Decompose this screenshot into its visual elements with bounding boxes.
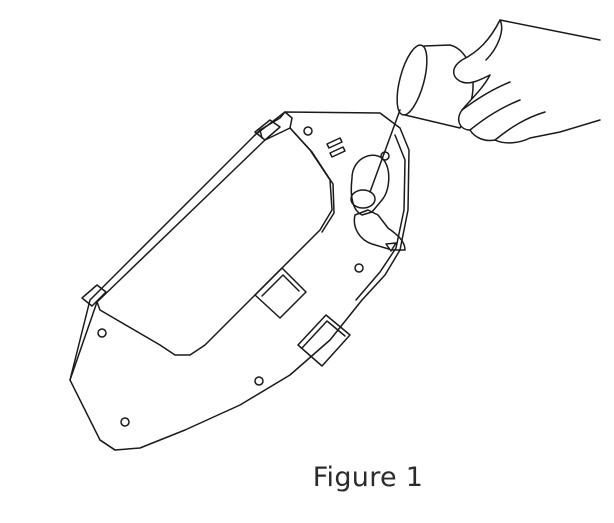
inlet-plug <box>353 209 406 251</box>
tab-center <box>254 267 307 319</box>
figure-caption: Figure 1 <box>312 462 424 493</box>
latch-left <box>81 284 107 307</box>
finger-1 <box>461 81 511 111</box>
tab-right-inner <box>301 320 346 349</box>
screw-hole-5 <box>354 263 364 273</box>
tab-right <box>297 314 351 367</box>
tab-center-inner <box>261 274 300 297</box>
outer-shell <box>69 111 410 451</box>
triangle-arrow-icon <box>385 242 397 252</box>
latch-top <box>254 119 281 141</box>
slot-1 <box>326 137 343 149</box>
finger-3 <box>494 111 546 141</box>
hand <box>453 19 601 144</box>
cup <box>369 44 474 193</box>
base-curve <box>69 301 116 451</box>
inlet-cap <box>350 189 376 209</box>
device-body <box>69 111 410 451</box>
cup-rim <box>396 44 428 116</box>
hand-outline <box>453 19 601 144</box>
screw-hole-3 <box>254 376 264 386</box>
tank-lid-rim <box>289 127 335 233</box>
right-inner-edge <box>355 134 406 301</box>
screw-hole-1 <box>303 126 313 136</box>
thumb <box>485 19 503 61</box>
top-edge <box>254 111 293 139</box>
water-stream <box>369 109 401 193</box>
screw-hole-4 <box>120 417 130 427</box>
inlet-housing <box>350 154 390 216</box>
screw-hole-2 <box>97 328 107 338</box>
tank-lid <box>96 127 333 356</box>
finger-2 <box>469 99 521 131</box>
slot-2 <box>329 146 346 158</box>
